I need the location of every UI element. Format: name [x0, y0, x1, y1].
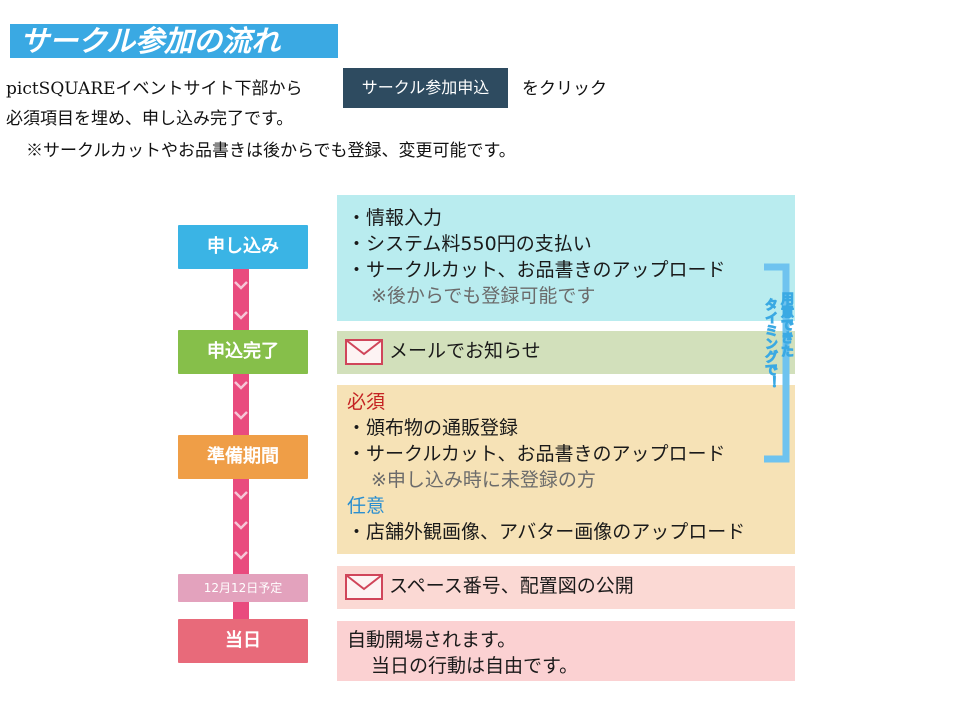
mail-icon	[345, 574, 383, 600]
page-title: サークル参加の流れ	[20, 24, 281, 58]
step-date: 12月12日予定	[178, 574, 308, 602]
complete-text: メールでお知らせ	[389, 340, 541, 362]
required-label: 必須	[347, 391, 386, 413]
bracket-label: 用意できた タイミングで！	[756, 292, 808, 432]
intro-text-1-after: をクリック	[522, 79, 607, 99]
detail-complete: メールでお知らせ	[337, 331, 795, 374]
chevron-down-icon	[234, 411, 248, 420]
required-note: ※申し込み時に未登録の方	[371, 469, 596, 491]
chevron-down-icon	[234, 381, 248, 390]
mail-icon	[345, 339, 383, 365]
optional-label: 任意	[347, 495, 386, 517]
step-event-day: 当日	[178, 619, 308, 663]
step-preparation: 準備期間	[178, 435, 308, 479]
chevron-down-icon	[234, 311, 248, 320]
title-banner	[10, 24, 338, 58]
bracket-shape	[764, 263, 790, 463]
step-apply: 申し込み	[178, 225, 308, 269]
chevron-down-icon	[234, 491, 248, 500]
apply-item: ・システム料550円の支払い	[347, 233, 592, 255]
apply-note: ※後からでも登録可能です	[371, 285, 596, 307]
bracket-label-col2: タイミングで！	[762, 298, 778, 390]
date-text: スペース番号、配置図の公開	[389, 575, 634, 597]
bracket-label-col1: 用意できた	[778, 292, 794, 358]
circle-apply-button[interactable]: サークル参加申込	[343, 68, 508, 108]
detail-date: スペース番号、配置図の公開	[337, 566, 795, 609]
required-item: ・サークルカット、お品書きのアップロード	[347, 443, 726, 465]
day-line-2: 当日の行動は自由です。	[371, 655, 579, 677]
optional-item: ・店舗外観画像、アバター画像のアップロード	[347, 521, 746, 543]
detail-apply: ・情報入力 ・システム料550円の支払い ・サークルカット、お品書きのアップロー…	[337, 195, 795, 321]
intro-note: ※サークルカットやお品書きは後からでも登録、変更可能です。	[26, 141, 516, 161]
chevron-down-icon	[234, 281, 248, 290]
apply-item: ・情報入力	[347, 207, 443, 229]
required-item: ・頒布物の通販登録	[347, 417, 519, 439]
day-line-1: 自動開場されます。	[347, 629, 517, 651]
intro-text-1: pictSQUAREイベントサイト下部から	[6, 79, 303, 99]
step-complete: 申込完了	[178, 330, 308, 374]
apply-item: ・サークルカット、お品書きのアップロード	[347, 259, 726, 281]
detail-event-day: 自動開場されます。 当日の行動は自由です。	[337, 621, 795, 681]
intro-text-2: 必須項目を埋め、申し込み完了です。	[6, 109, 294, 129]
detail-preparation: 必須 ・頒布物の通販登録 ・サークルカット、お品書きのアップロード ※申し込み時…	[337, 385, 795, 554]
chevron-down-icon	[234, 521, 248, 530]
chevron-down-icon	[234, 551, 248, 560]
